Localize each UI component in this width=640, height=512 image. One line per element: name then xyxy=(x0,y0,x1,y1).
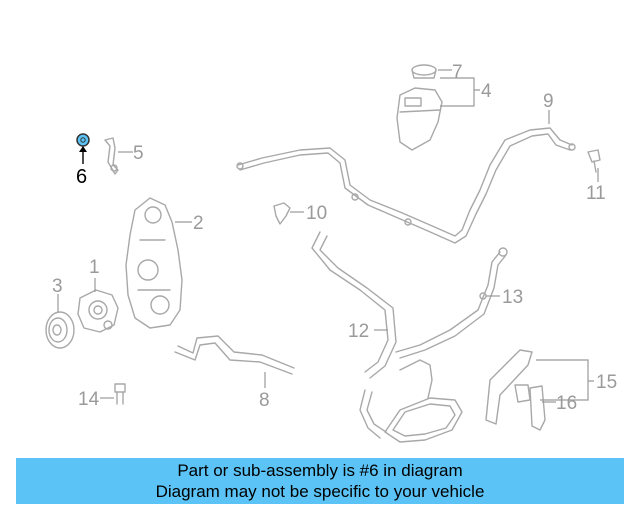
callout-4[interactable]: 4 xyxy=(481,81,492,102)
callout-9[interactable]: 9 xyxy=(543,91,554,112)
part-16-bracket[interactable] xyxy=(529,385,546,431)
callout-4-bracket xyxy=(440,77,480,107)
callout-16[interactable]: 16 xyxy=(556,393,577,414)
part-10-clip[interactable] xyxy=(273,202,291,225)
callout-2[interactable]: 2 xyxy=(193,213,204,234)
callout-15-bracket xyxy=(536,359,594,401)
info-banner: Part or sub-assembly is #6 in diagram Di… xyxy=(16,458,624,504)
callout-1[interactable]: 1 xyxy=(89,257,100,278)
part-12-pressure-hose[interactable] xyxy=(311,231,397,439)
part-13-line[interactable] xyxy=(395,247,508,359)
part-8-hose[interactable] xyxy=(174,335,295,375)
part-1-pump[interactable] xyxy=(77,289,119,333)
callout-13[interactable]: 13 xyxy=(502,287,523,308)
callout-3[interactable]: 3 xyxy=(52,276,63,297)
part-9-return-line[interactable] xyxy=(236,127,576,244)
banner-line-2: Diagram may not be specific to your vehi… xyxy=(155,482,485,501)
callout-5[interactable]: 5 xyxy=(133,143,144,164)
callout-7[interactable]: 7 xyxy=(452,62,463,83)
part-11-bolt[interactable] xyxy=(587,149,601,173)
callout-14[interactable]: 14 xyxy=(78,389,100,410)
callout-6-arrowhead xyxy=(79,146,87,152)
callout-11[interactable]: 11 xyxy=(586,183,606,204)
part-15-bracket[interactable] xyxy=(485,349,533,425)
part-3-pulley[interactable] xyxy=(45,311,75,349)
part-4-reservoir[interactable] xyxy=(396,87,443,151)
callout-6[interactable]: 6 xyxy=(76,166,87,188)
part-7-cap[interactable] xyxy=(411,64,437,79)
part-2-timing-cover[interactable] xyxy=(125,197,183,329)
part-5-bracket[interactable] xyxy=(104,137,119,175)
callout-10[interactable]: 10 xyxy=(306,203,327,224)
part-cooler-loop[interactable] xyxy=(384,359,463,443)
callout-8[interactable]: 8 xyxy=(259,390,270,411)
part-6-fitting[interactable] xyxy=(76,133,90,147)
callout-12[interactable]: 12 xyxy=(348,321,369,342)
banner-line-1: Part or sub-assembly is #6 in diagram xyxy=(177,461,463,480)
callout-15[interactable]: 15 xyxy=(596,372,617,393)
part-14-bolt[interactable] xyxy=(114,383,126,405)
